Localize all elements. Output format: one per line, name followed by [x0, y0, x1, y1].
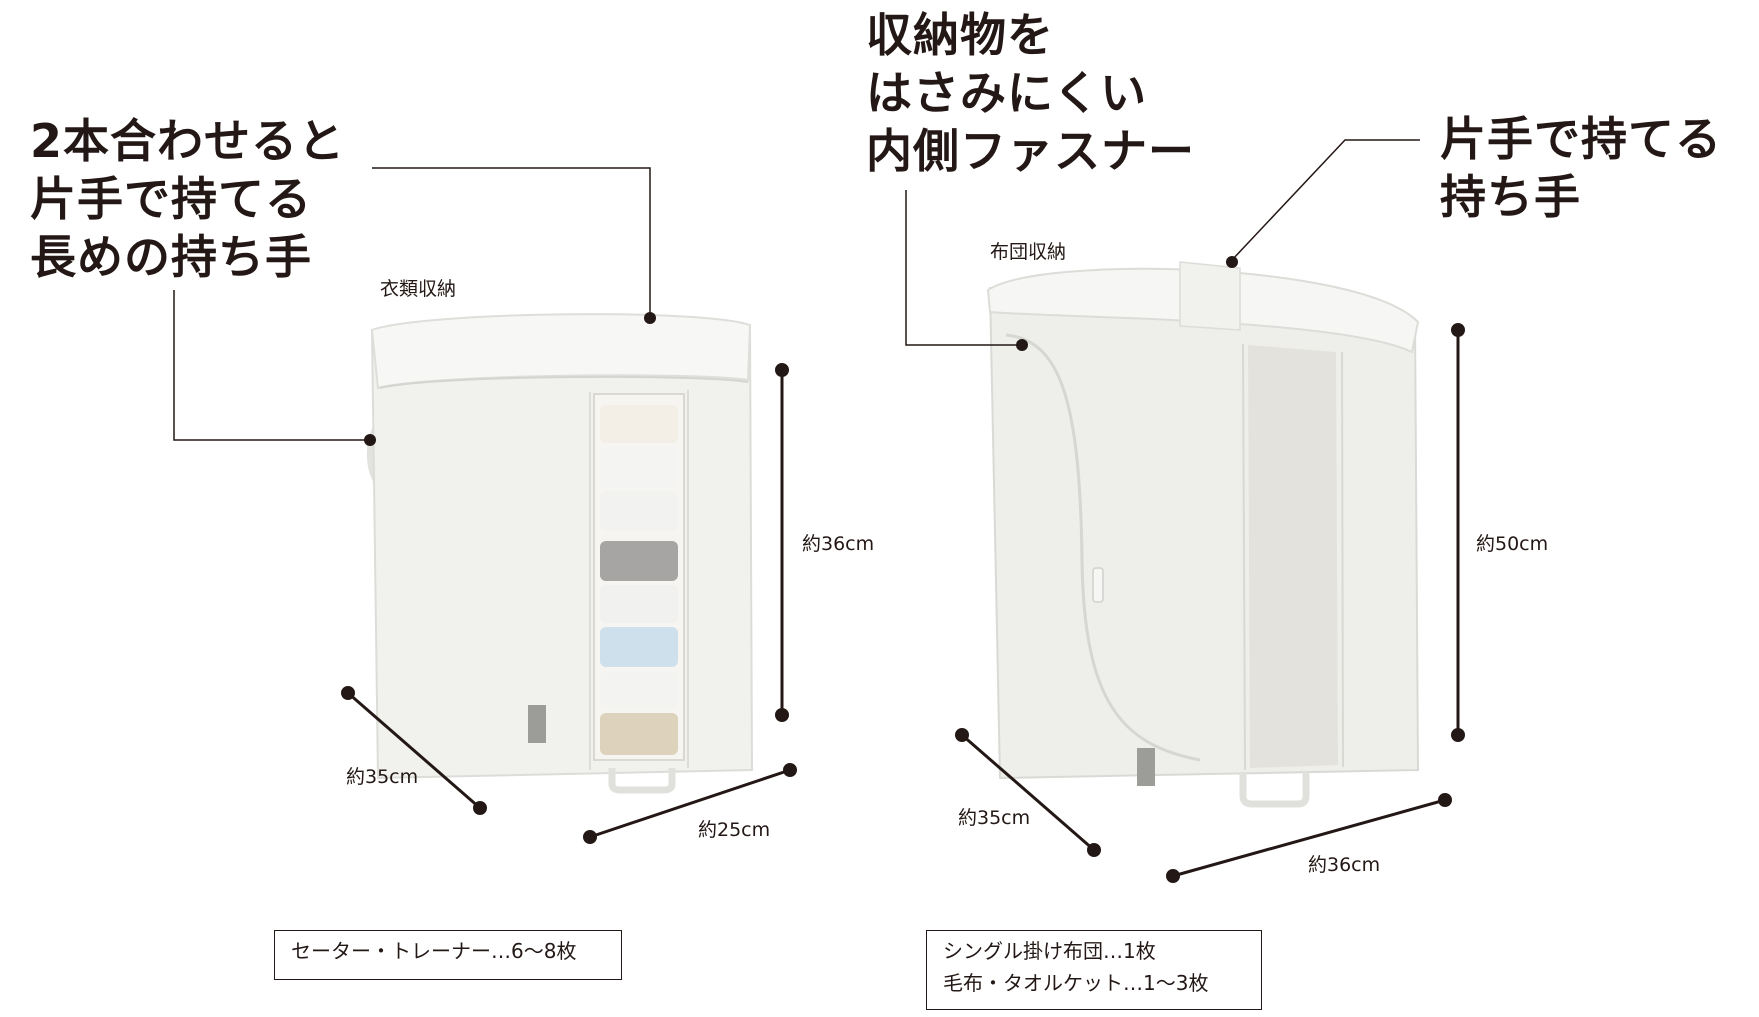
futon-storage-bag	[986, 261, 1420, 808]
callout-line: 内側ファスナー	[866, 124, 1195, 178]
right-handle-callout: 片手で持てる 持ち手	[1440, 110, 1722, 226]
futon-height-label: 約50cm	[1476, 533, 1549, 555]
callout-line: 片手で持てる	[30, 172, 312, 226]
capacity-line: シングル掛け布団…1枚	[943, 939, 1156, 963]
callout-line: 持ち手	[1440, 170, 1581, 224]
capacity-line: 毛布・タオルケット…1〜3枚	[943, 971, 1209, 995]
clothing-product-label: 衣類収納	[380, 278, 457, 300]
callout-line: 片手で持てる	[1440, 112, 1722, 166]
callout-dots	[364, 256, 1238, 446]
futon-width-label: 約36cm	[1308, 854, 1381, 876]
clothing-capacity-box: セーター・トレーナー…6〜8枚	[274, 930, 622, 980]
clothing-depth-label: 約35cm	[346, 766, 419, 788]
futon-product-label: 布団収納	[990, 241, 1067, 263]
folded-clothes-stack	[600, 405, 678, 755]
clothing-width-label: 約25cm	[698, 819, 771, 841]
dimension-lines	[341, 323, 1465, 883]
callout-line: 長めの持ち手	[30, 230, 312, 284]
left-handle-callout: 2本合わせると 片手で持てる 長めの持ち手	[30, 112, 345, 286]
callout-line: 2本合わせると	[30, 114, 346, 168]
callout-line: 収納物を	[866, 8, 1054, 62]
capacity-line: セーター・トレーナー…6〜8枚	[291, 939, 577, 963]
clothing-storage-bag	[366, 313, 754, 794]
futon-depth-label: 約35cm	[958, 807, 1031, 829]
callout-line: はさみにくい	[866, 66, 1148, 120]
inner-zipper-callout: 収納物を はさみにくい 内側ファスナー	[866, 6, 1195, 180]
futon-capacity-box: シングル掛け布団…1枚 毛布・タオルケット…1〜3枚	[926, 930, 1262, 1010]
clothing-height-label: 約36cm	[802, 533, 875, 555]
callout-leader-lines	[173, 139, 1420, 441]
